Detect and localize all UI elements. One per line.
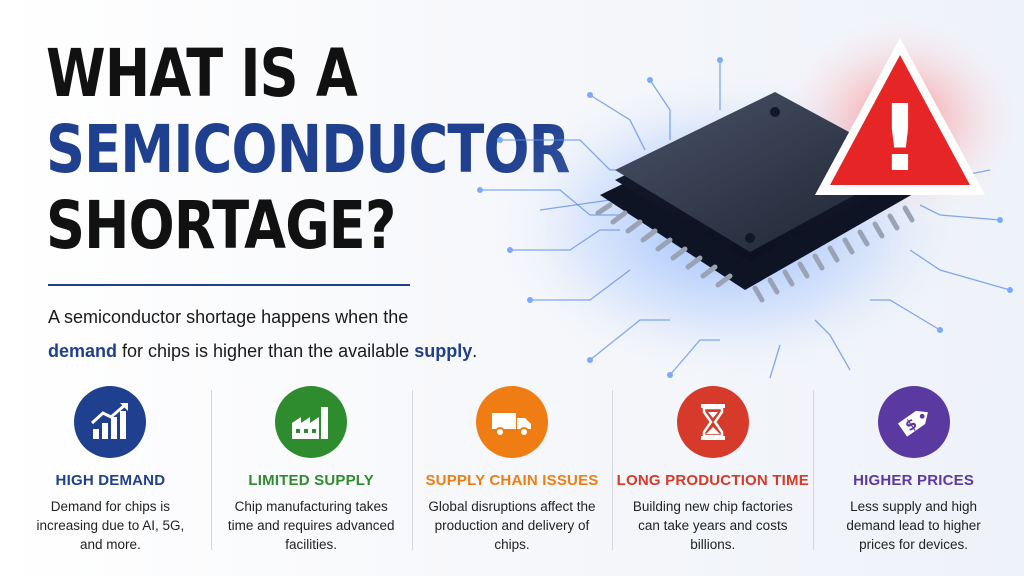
feature-icon-circle (676, 386, 749, 458)
feature-higher-prices: $ HIGHER PRICES Less supply and high dem… (813, 378, 1014, 576)
subtitle-line-1: A semiconductor shortage happens when th… (48, 307, 409, 327)
feature-description: Chip manufacturing takes time and requir… (227, 499, 395, 552)
feature-description: Less supply and high demand lead to high… (846, 499, 981, 552)
page-title: WHAT IS A SEMICONDUCTOR SHORTAGE? (46, 35, 570, 264)
feature-title: SUPPLY CHAIN ISSUES (425, 472, 599, 489)
feature-title: HIGH DEMAND (55, 472, 166, 489)
warning-glyph: ! (879, 85, 921, 192)
feature-row: HIGH DEMAND Demand for chips is increasi… (0, 378, 1024, 576)
subtitle-highlight-supply: supply (414, 341, 473, 361)
title-divider (48, 284, 410, 286)
feature-high-demand: HIGH DEMAND Demand for chips is increasi… (10, 378, 211, 576)
warning-triangle-icon: ! (815, 38, 985, 195)
title-line-1: WHAT IS A (46, 35, 358, 112)
price-tag-icon: $ (897, 410, 928, 437)
feature-icon-circle: $ (877, 386, 950, 458)
factory-icon (292, 407, 329, 439)
title-line-3: SHORTAGE? (46, 187, 396, 264)
feature-icon-circle (275, 386, 348, 458)
feature-description: Global disruptions affect the production… (428, 499, 596, 552)
bar-chart-up-icon (91, 403, 129, 439)
feature-title: LONG PRODUCTION TIME (616, 472, 809, 489)
feature-supply-chain: SUPPLY CHAIN ISSUES Global disruptions a… (411, 378, 613, 576)
feature-description: Demand for chips is increasing due to AI… (36, 499, 185, 552)
feature-description: Building new chip factories can take yea… (632, 499, 793, 552)
feature-icon-circle (74, 386, 147, 458)
feature-long-production: LONG PRODUCTION TIME Building new chip f… (612, 378, 813, 576)
feature-icon-circle (475, 386, 548, 458)
feature-title: HIGHER PRICES (853, 472, 975, 489)
hourglass-icon (700, 404, 725, 440)
feature-title: LIMITED SUPPLY (248, 472, 374, 489)
subtitle-end: . (472, 341, 478, 361)
subtitle-mid: for chips is higher than the available (117, 341, 415, 361)
subtitle: A semiconductor shortage happens when th… (48, 300, 477, 368)
title-line-2: SEMICONDUCTOR (46, 111, 570, 188)
subtitle-line-2: demand for chips is higher than the avai… (48, 334, 477, 368)
truck-icon (491, 413, 531, 437)
hero-illustration: ! (477, 10, 1024, 380)
subtitle-highlight-demand: demand (48, 341, 118, 361)
feature-limited-supply: LIMITED SUPPLY Chip manufacturing takes … (210, 378, 412, 576)
